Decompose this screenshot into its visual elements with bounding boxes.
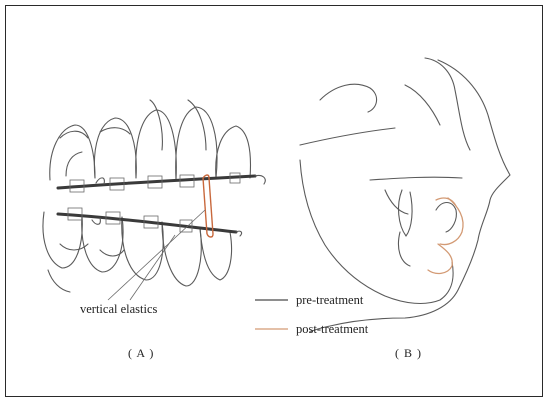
legend-label-pre-treatment: pre-treatment bbox=[296, 293, 364, 307]
figure-frame bbox=[5, 5, 543, 397]
legend-label-post-treatment: post-treatment bbox=[296, 322, 369, 336]
vertical-elastics-label: vertical elastics bbox=[80, 302, 158, 316]
panel-a-label: ( A ) bbox=[128, 346, 155, 360]
panel-b-label: ( B ) bbox=[395, 346, 422, 360]
